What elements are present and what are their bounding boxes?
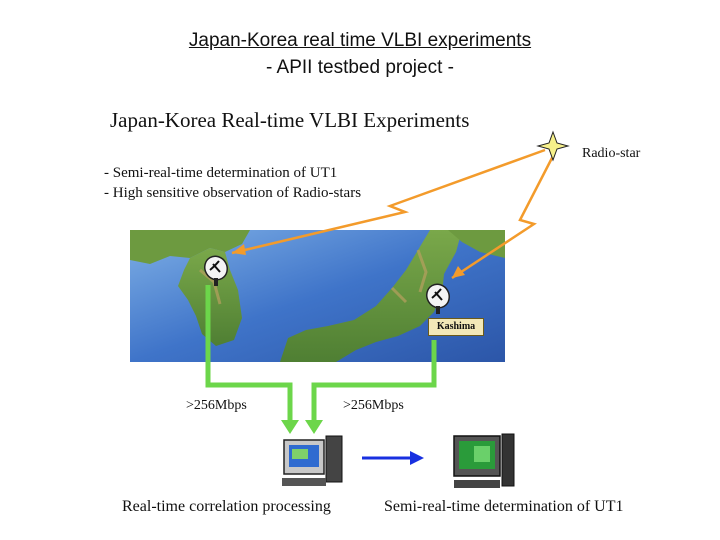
kashima-label: Kashima (428, 318, 484, 336)
workstation-icon (282, 435, 343, 486)
network-link-korea (205, 285, 293, 425)
network-arrowhead-japan (305, 420, 323, 434)
slide-title: Japan-Korea real time VLBI experiments (188, 30, 532, 51)
signal-path-japan (451, 155, 555, 280)
link-rate-korea: >256Mbps (186, 398, 247, 413)
link-rate-japan: >256Mbps (343, 398, 404, 413)
signal-arrowhead-korea (232, 244, 246, 255)
figure-title: Japan-Korea Real-time VLBI Experiments (110, 108, 470, 132)
bullet-ut1: - Semi-real-time determination of UT1 (104, 165, 338, 181)
workstation-icon (453, 433, 515, 488)
network-link-japan (311, 340, 437, 425)
network-arrowhead-korea (281, 420, 299, 434)
bullet-radio-stars: - High sensitive observation of Radio-st… (104, 185, 362, 201)
star-icon (536, 130, 570, 162)
signal-path-korea (231, 148, 546, 255)
caption-correlation: Real-time correlation processing (122, 498, 331, 515)
signal-arrowhead-japan (452, 266, 465, 278)
slide-subtitle: - APII testbed project - (266, 57, 454, 78)
antenna-icon (203, 255, 229, 286)
radio-star-label: Radio-star (582, 146, 641, 161)
data-arrow (362, 451, 424, 465)
caption-ut1: Semi-real-time determination of UT1 (384, 498, 624, 515)
antenna-icon (425, 283, 451, 314)
